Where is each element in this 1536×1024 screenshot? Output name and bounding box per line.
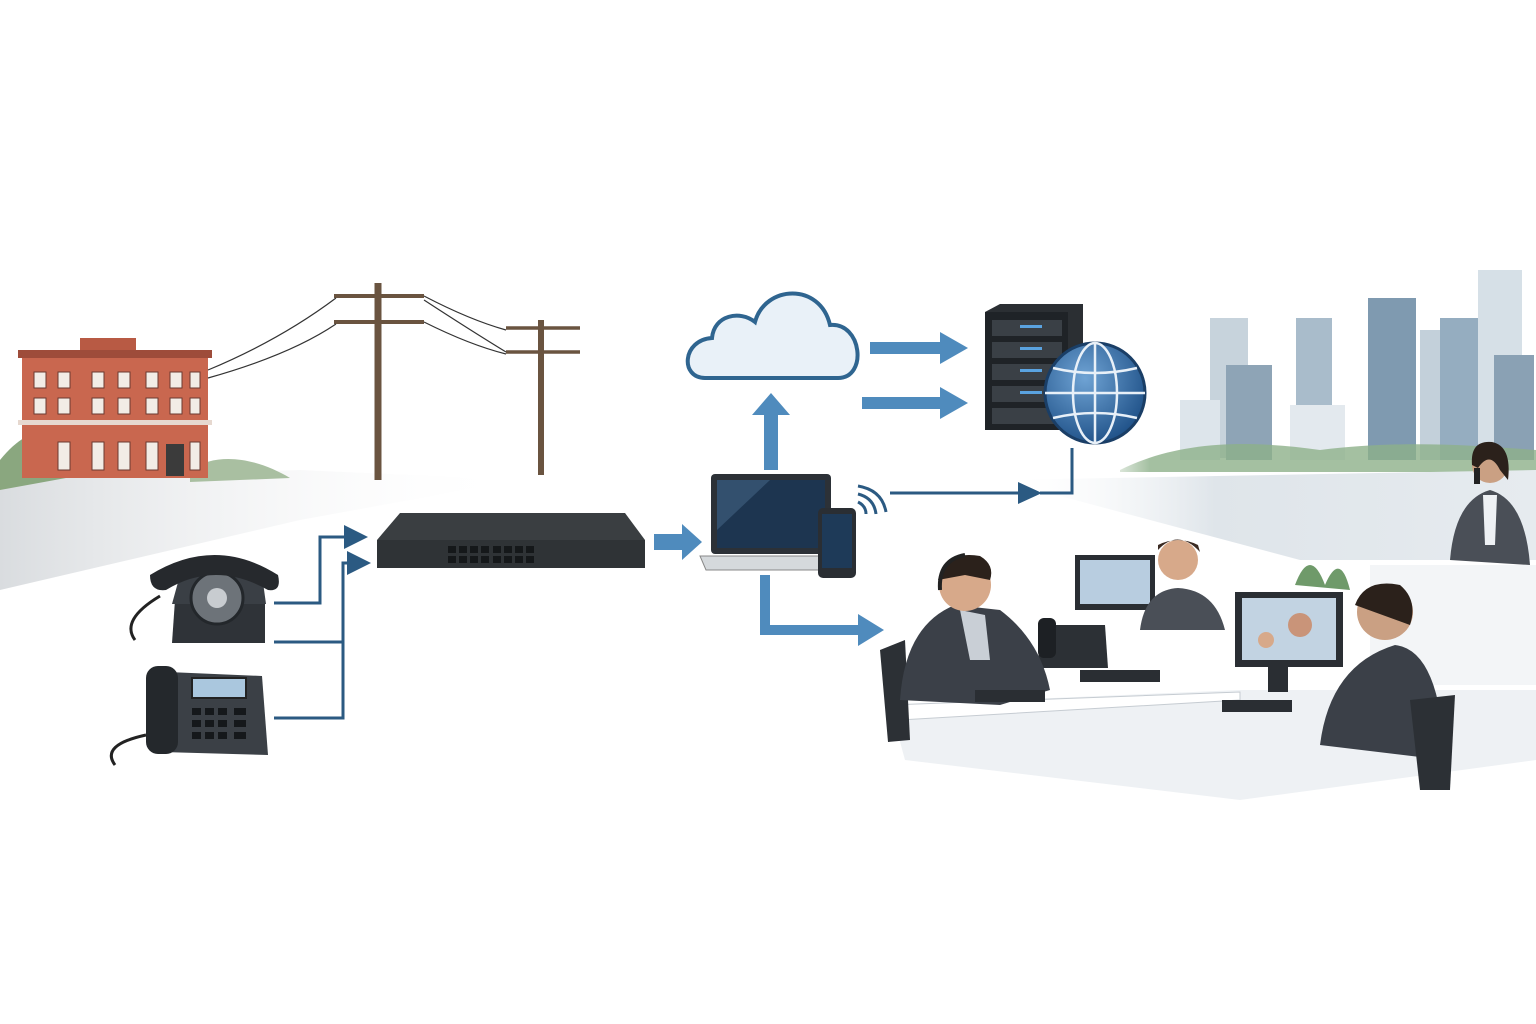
left-street-scene [0,283,580,590]
shrubs [190,458,290,482]
office-workers-icon [880,539,1536,800]
globe-icon [1043,341,1147,445]
person-phone-icon [1450,441,1530,565]
desk-phone-icon [109,666,268,766]
rotary-phone-line [274,525,368,605]
arrow-switch-to-laptop [654,524,702,560]
arrow-laptop-to-office [760,575,884,646]
road [0,470,520,590]
arrow-cloud-to-server-2 [862,387,968,419]
building-icon [18,338,212,478]
arrow-wifi-to-globe [1018,482,1042,504]
desk-phone-line [274,642,345,720]
arrow-laptop-to-cloud [752,393,790,470]
phone-connection-lines [274,525,371,720]
internet-line [890,448,1074,495]
arrow-cloud-to-server [870,332,968,364]
skyline-icon [1000,260,1536,560]
flow-arrows [654,332,968,646]
smartphone-icon [818,508,856,578]
wifi-icon [857,484,888,515]
laptop-icon [699,474,843,571]
cloud-icon [685,291,860,380]
switch-icon [377,513,645,568]
utility-pole-icon [207,283,580,480]
rotary-phone-icon [129,555,279,643]
rotary-phone-line-2 [274,551,371,644]
road [1000,470,1536,560]
